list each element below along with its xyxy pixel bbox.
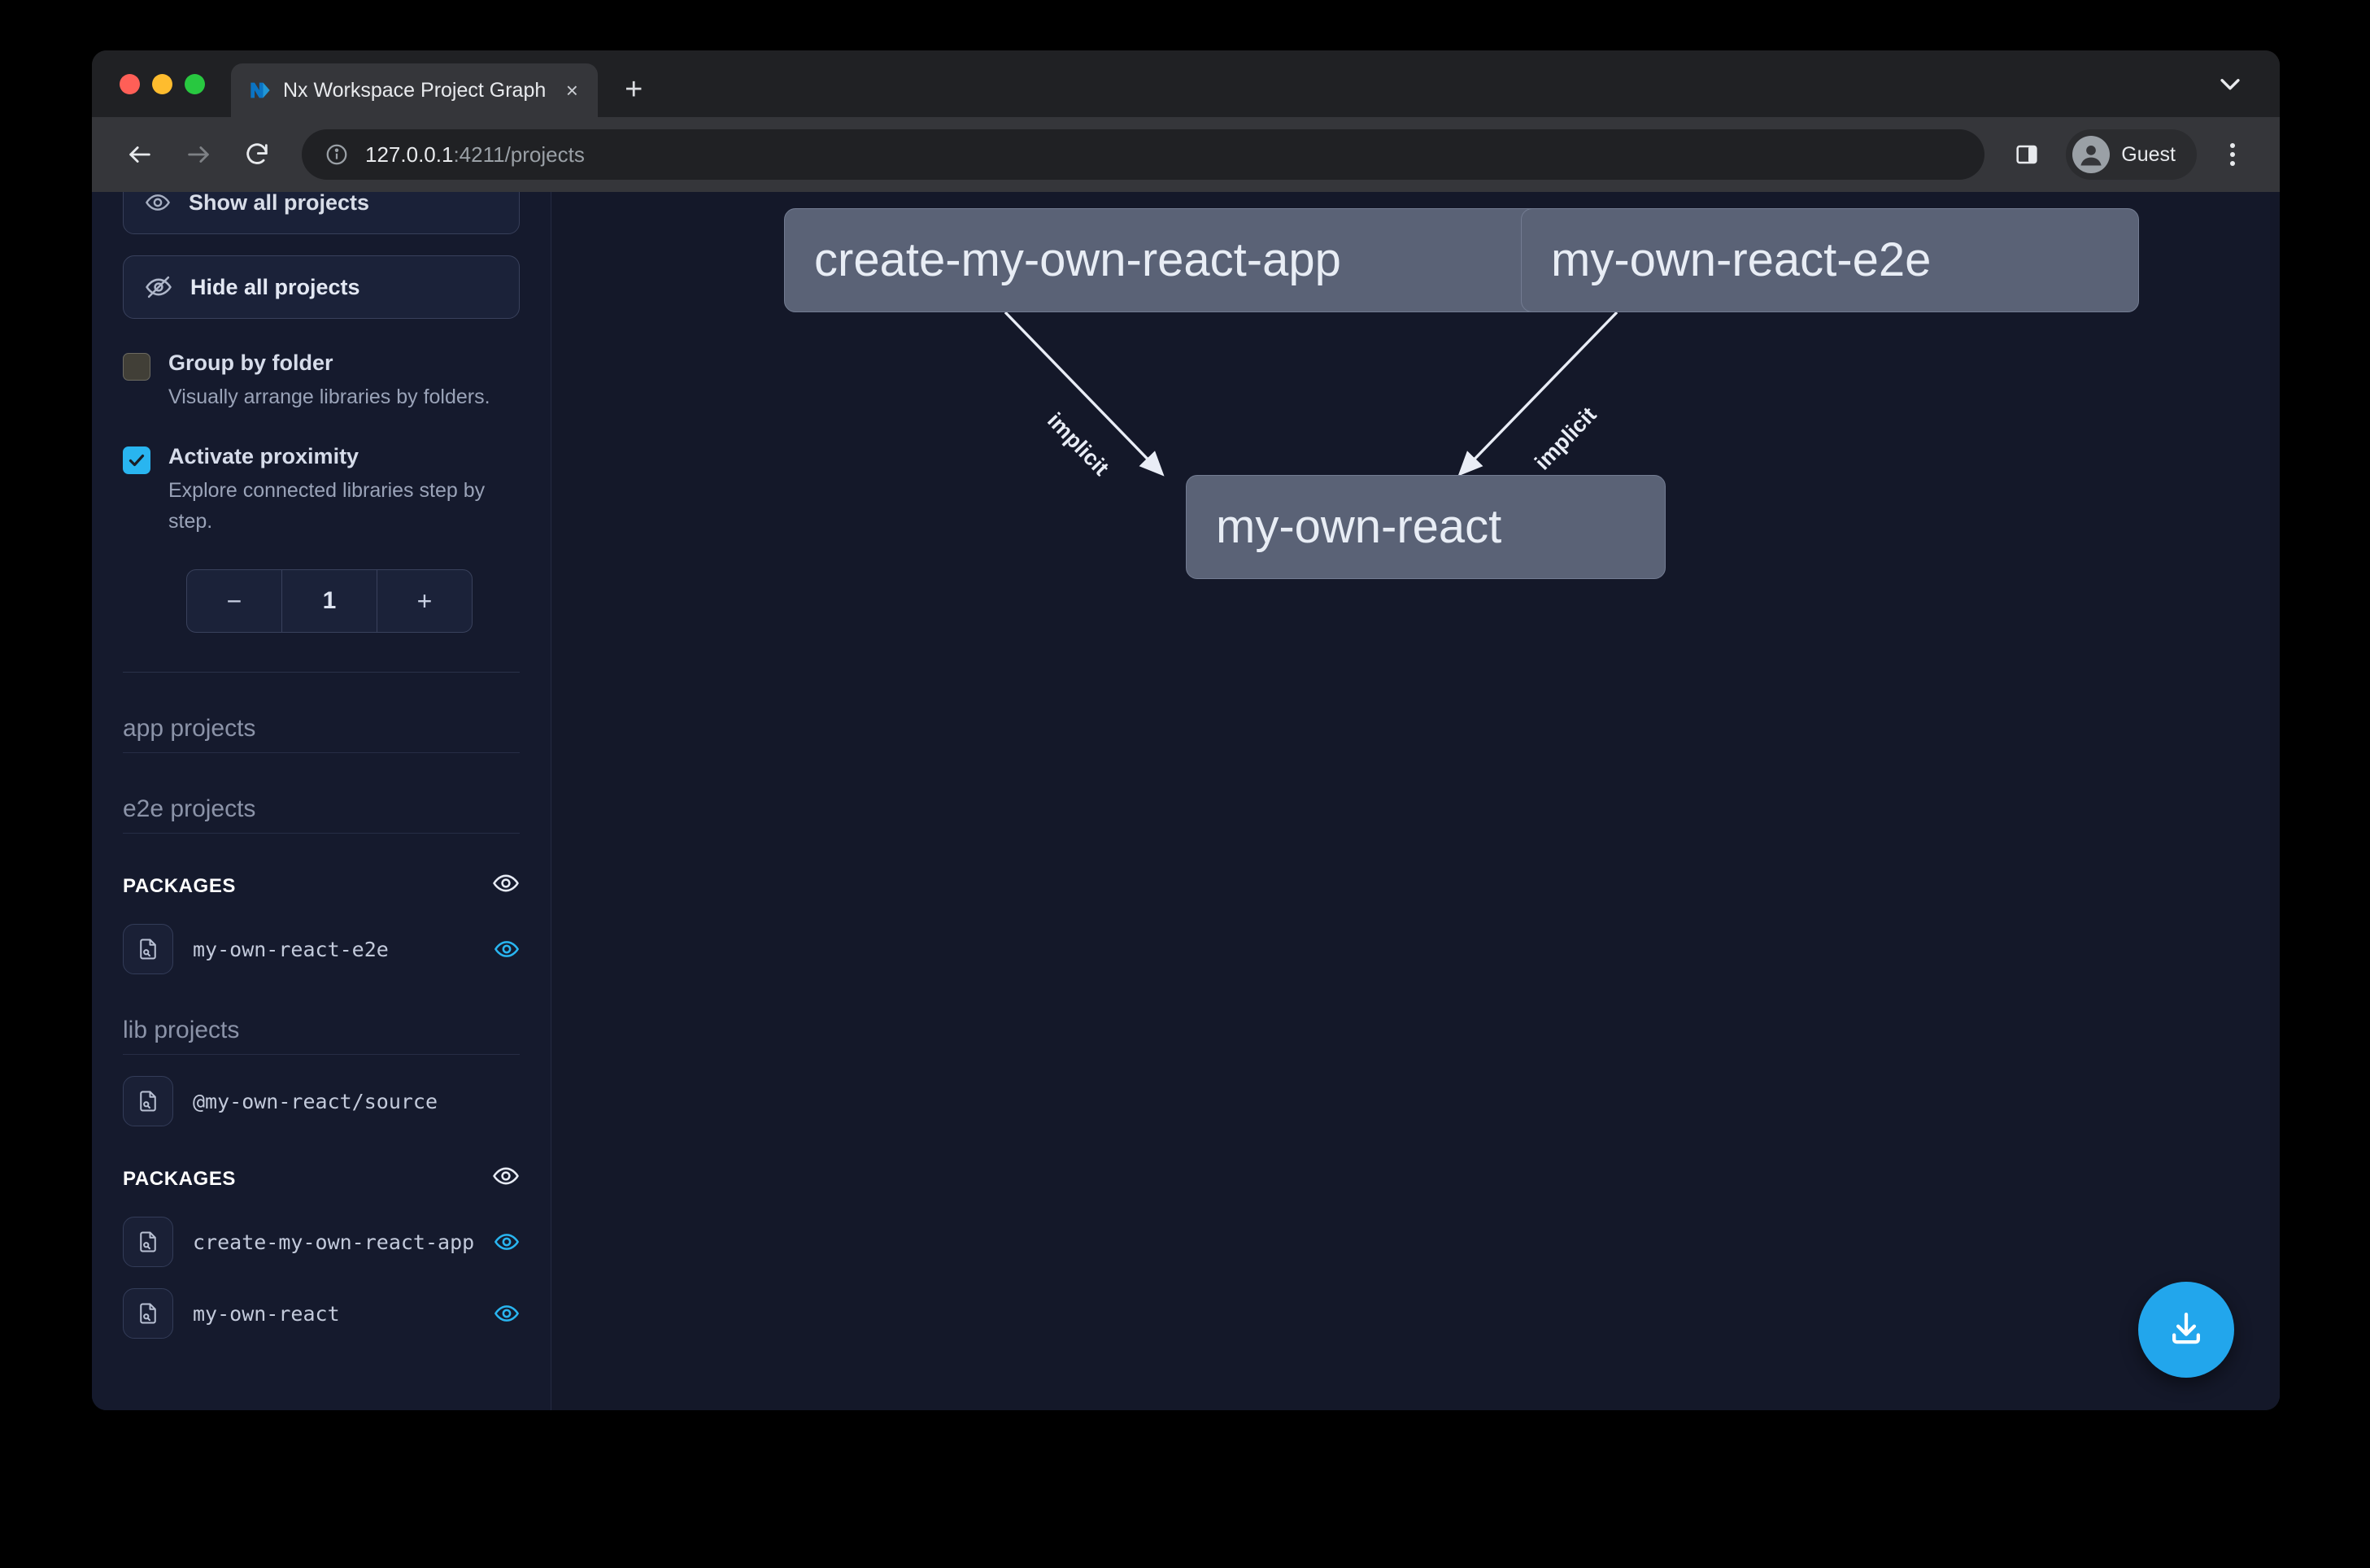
option-activate-proximity[interactable]: Activate proximity Explore connected lib… xyxy=(123,443,520,537)
eye-icon[interactable] xyxy=(492,1162,520,1196)
node-label: my-own-react xyxy=(1216,500,1502,553)
eye-icon[interactable] xyxy=(492,869,520,903)
download-graph-button[interactable] xyxy=(2138,1282,2234,1378)
group-by-folder-description: Visually arrange libraries by folders. xyxy=(168,385,490,408)
packages-header-e2e: PACKAGES xyxy=(123,834,520,903)
section-header-app-projects[interactable]: app projects xyxy=(123,673,520,753)
info-circle-icon[interactable] xyxy=(323,141,351,168)
tab-strip-actions xyxy=(2211,50,2280,117)
proximity-increment-button[interactable]: + xyxy=(377,570,472,632)
list-item[interactable]: @my-own-react/source xyxy=(123,1055,520,1126)
address-host: 127.0.0.1 xyxy=(365,142,454,167)
hide-all-projects-button[interactable]: Hide all projects xyxy=(123,255,520,319)
profile-button[interactable]: Guest xyxy=(2066,129,2197,180)
eye-off-icon xyxy=(145,273,172,301)
node-label: create-my-own-react-app xyxy=(814,233,1341,286)
graph-node-my-own-react[interactable]: my-own-react xyxy=(1186,475,1666,579)
side-panel-icon[interactable] xyxy=(2004,132,2050,177)
activate-proximity-checkbox[interactable] xyxy=(123,446,150,475)
address-bar[interactable]: 127.0.0.1:4211/projects xyxy=(302,129,1985,180)
new-tab-button[interactable]: + xyxy=(625,72,643,107)
browser-tab[interactable]: Nx Workspace Project Graph × xyxy=(231,63,599,117)
packages-label: PACKAGES xyxy=(123,874,237,897)
list-item[interactable]: my-own-react xyxy=(123,1267,520,1339)
close-icon[interactable]: × xyxy=(565,78,578,102)
show-all-projects-button[interactable]: Show all projects xyxy=(123,192,520,234)
close-window-button[interactable] xyxy=(120,73,140,94)
option-group-by-folder[interactable]: Group by folder Visually arrange librari… xyxy=(123,350,520,412)
graph-edges xyxy=(1004,311,1618,477)
minimize-window-button[interactable] xyxy=(152,73,172,94)
activate-proximity-description: Explore connected libraries step by step… xyxy=(168,479,486,533)
edge-create-app-to-react xyxy=(1004,311,1165,477)
graph-node-my-own-react-e2e[interactable]: my-own-react-e2e xyxy=(1521,208,2139,312)
window-controls xyxy=(113,50,220,117)
reload-icon[interactable] xyxy=(232,129,282,180)
chevron-down-icon[interactable] xyxy=(2211,65,2249,102)
hide-all-projects-label: Hide all projects xyxy=(190,274,360,299)
proximity-stepper[interactable]: − 1 + xyxy=(186,569,473,633)
group-by-folder-checkbox[interactable] xyxy=(123,353,150,381)
three-dot-menu-icon[interactable] xyxy=(2210,129,2255,180)
file-search-icon xyxy=(123,1076,173,1126)
project-name: @my-own-react/source xyxy=(193,1089,438,1113)
download-icon xyxy=(2164,1306,2208,1354)
eye-icon[interactable] xyxy=(494,1229,520,1255)
nx-logo-icon xyxy=(249,79,272,102)
edge-e2e-to-react xyxy=(1457,311,1618,477)
project-graph-canvas[interactable]: implicit implicit create-my-own-react-ap… xyxy=(551,192,2280,1410)
address-path: :4211/projects xyxy=(453,142,585,167)
proximity-decrement-button[interactable]: − xyxy=(226,586,242,616)
proximity-value: 1 xyxy=(281,570,377,632)
tab-strip: Nx Workspace Project Graph × + xyxy=(92,50,2280,117)
list-item[interactable]: create-my-own-react-app xyxy=(123,1196,520,1267)
arrow-left-icon[interactable] xyxy=(115,129,165,180)
section-header-lib-projects[interactable]: lib projects xyxy=(123,974,520,1055)
project-name: my-own-react-e2e xyxy=(193,937,389,961)
sidebar-divider xyxy=(123,672,520,673)
section-header-e2e-projects[interactable]: e2e projects xyxy=(123,753,520,834)
project-name: my-own-react xyxy=(193,1301,340,1326)
person-avatar-icon xyxy=(2072,136,2111,173)
profile-name: Guest xyxy=(2121,142,2176,166)
address-bar-text: 127.0.0.1:4211/projects xyxy=(365,142,585,168)
project-name: create-my-own-react-app xyxy=(193,1230,474,1254)
page-content: Show all projects Hide all projects xyxy=(92,192,2280,1410)
node-label: my-own-react-e2e xyxy=(1551,233,1932,286)
eye-icon[interactable] xyxy=(494,936,520,962)
project-sidebar: Show all projects Hide all projects xyxy=(92,192,551,1410)
graph-node-create-my-own-react-app[interactable]: create-my-own-react-app xyxy=(784,208,1622,312)
packages-header-lib: PACKAGES xyxy=(123,1126,520,1196)
browser-window: Nx Workspace Project Graph × + xyxy=(92,50,2280,1410)
file-search-icon xyxy=(123,1288,173,1339)
browser-toolbar: 127.0.0.1:4211/projects Guest xyxy=(92,117,2280,192)
tab-title: Nx Workspace Project Graph xyxy=(283,78,547,102)
show-all-projects-label: Show all projects xyxy=(189,192,370,215)
file-search-icon xyxy=(123,1217,173,1267)
activate-proximity-label: Activate proximity xyxy=(168,444,359,469)
zoom-window-button[interactable] xyxy=(185,73,205,94)
file-search-icon xyxy=(123,924,173,974)
eye-icon[interactable] xyxy=(494,1300,520,1326)
packages-label: PACKAGES xyxy=(123,1167,237,1190)
eye-icon xyxy=(145,192,171,216)
group-by-folder-label: Group by folder xyxy=(168,351,333,375)
list-item[interactable]: my-own-react-e2e xyxy=(123,903,520,974)
arrow-right-icon xyxy=(173,129,224,180)
